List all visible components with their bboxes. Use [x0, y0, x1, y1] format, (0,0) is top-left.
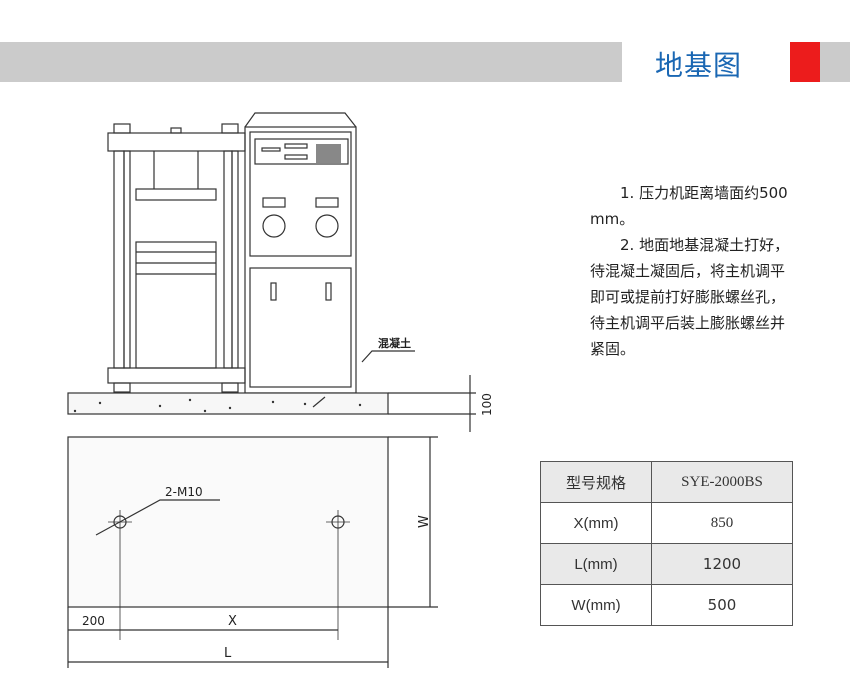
concrete-texture [73, 398, 362, 413]
cell-value: 1200 [651, 543, 793, 585]
cell-value: 500 [651, 584, 793, 626]
page-title: 地基图 [655, 49, 743, 82]
table-row: L(mm)1200 [540, 543, 793, 585]
cell-key: L(mm) [540, 543, 652, 585]
table-row: X(mm)850 [540, 502, 793, 544]
note-1: 1. 压力机距离墙面约500 mm。 [590, 184, 788, 228]
cell-key: X(mm) [540, 502, 652, 544]
accent-block [790, 42, 820, 82]
concrete-slab [67, 392, 389, 415]
header-cell: SYE-2000BS [651, 461, 793, 503]
header-cell: 型号规格 [540, 461, 652, 503]
cell-key: W(mm) [540, 584, 652, 626]
cell-value: 850 [651, 502, 793, 544]
header-band-right [820, 42, 850, 82]
control-cabinet [244, 112, 357, 394]
header-band [0, 42, 622, 82]
concrete-label: 混凝土 [378, 336, 411, 350]
thickness-label: 100 [480, 393, 494, 416]
installation-notes: 1. 压力机距离墙面约500 mm。 2. 地面地基混凝土打好，待混凝土凝固后，… [590, 180, 795, 362]
w-label: W [417, 515, 432, 528]
bolt-label: 2-M10 [165, 485, 203, 499]
offset-label: 200 [82, 614, 105, 628]
table-row: W(mm)500 [540, 584, 793, 626]
press-frame [107, 123, 246, 393]
note-2: 2. 地面地基混凝土打好，待混凝土凝固后，将主机调平即可或提前打好膨胀螺丝孔，待… [590, 236, 790, 358]
x-label: X [228, 614, 237, 629]
l-label: L [224, 646, 232, 661]
